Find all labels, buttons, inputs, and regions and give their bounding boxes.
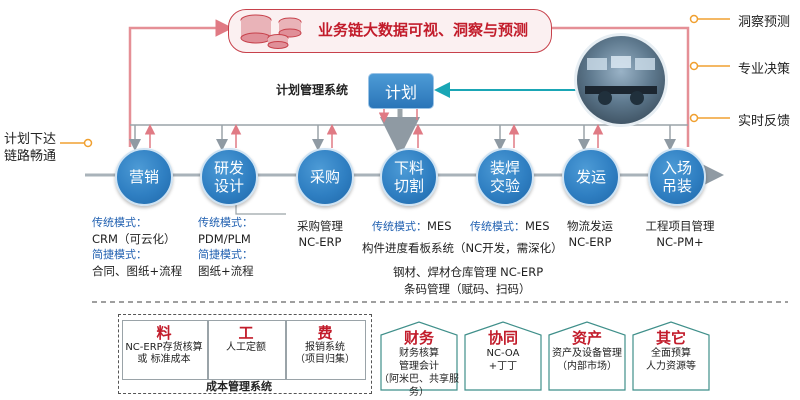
other-module-shape[interactable] bbox=[632, 321, 710, 391]
plan-issue-label: 计划下达 bbox=[4, 132, 57, 147]
marketing-desc: 传统模式： CRM（可云化） 简捷模式： 合同、图纸+流程 bbox=[92, 216, 183, 278]
cost-expense-sub: 报销系统 （项目归集） bbox=[295, 342, 355, 365]
node-purchase[interactable]: 采购 bbox=[296, 148, 354, 206]
cost-material-sub: NC-ERP存货核算 或 标准成本 bbox=[125, 342, 203, 365]
monitor-screens-icon bbox=[585, 56, 657, 105]
collab-sub: NC-OA +丁丁 bbox=[486, 348, 520, 372]
node-welding[interactable]: 装焊 交验 bbox=[476, 148, 534, 206]
plan-issue-label-2: 链路畅通 bbox=[4, 149, 57, 164]
database-icon bbox=[240, 14, 302, 49]
cost-system-frame bbox=[118, 314, 372, 394]
cost-expense-title: 费 bbox=[317, 324, 333, 342]
cutting-desc: 传统模式：MES bbox=[372, 219, 452, 233]
node-marketing[interactable]: 营销 bbox=[115, 148, 173, 206]
finance-title: 财务 bbox=[403, 329, 434, 347]
finance-module-shape[interactable] bbox=[380, 321, 458, 391]
cost-material-title: 料 bbox=[156, 324, 172, 342]
cost-labor-title: 工 bbox=[238, 324, 254, 342]
node-installation[interactable]: 入场 吊装 bbox=[648, 148, 706, 206]
finance-sub: 财务核算 管理会计 （阿米巴、共享服务） bbox=[379, 348, 459, 398]
node-rd-design[interactable]: 研发 设计 bbox=[200, 148, 258, 206]
barcode-desc: 条码管理（赋码、扫码） bbox=[404, 282, 531, 296]
asset-module-shape[interactable] bbox=[548, 321, 626, 391]
feedback-frame bbox=[128, 19, 233, 147]
cost-system-label: 成本管理系统 bbox=[206, 380, 272, 393]
asset-title: 资产 bbox=[571, 329, 602, 347]
right-label-decision: 专业决策 bbox=[738, 62, 791, 77]
node-shipping[interactable]: 发运 bbox=[562, 148, 620, 206]
rd-desc: 传统模式： PDM/PLM 简捷模式： 图纸+流程 bbox=[198, 216, 254, 278]
node-cutting[interactable]: 下料 切割 bbox=[380, 148, 438, 206]
cost-labor-sub: 人工定额 bbox=[226, 342, 266, 353]
shipping-desc: 物流发运 NC-ERP bbox=[567, 219, 613, 249]
warehouse-desc: 钢材、焊材仓库管理 NC-ERP bbox=[393, 265, 544, 279]
project-desc: 工程项目管理 NC-PM+ bbox=[645, 219, 715, 249]
purchase-desc: 采购管理 NC-ERP bbox=[297, 219, 343, 249]
welding-desc: 传统模式：MES bbox=[470, 219, 550, 233]
cost-material-box[interactable] bbox=[122, 320, 208, 380]
banner-title: 业务链大数据可视、洞察与预测 bbox=[318, 21, 529, 39]
right-label-feedback: 实时反馈 bbox=[738, 114, 791, 129]
progress-board-desc: 构件进度看板系统（NC开发，需深化） bbox=[362, 241, 563, 255]
collab-module-shape[interactable] bbox=[464, 321, 542, 391]
right-label-insight: 洞察预测 bbox=[738, 15, 791, 30]
plan-node[interactable]: 计划 bbox=[368, 73, 434, 109]
cost-labor-box[interactable] bbox=[208, 320, 286, 380]
asset-sub: 资产及设备管理 （内部市场） bbox=[552, 348, 622, 372]
other-sub: 全面预算 人力资源等 bbox=[646, 348, 696, 372]
cost-expense-box[interactable] bbox=[286, 320, 366, 380]
collab-title: 协同 bbox=[487, 329, 518, 347]
other-title: 其它 bbox=[655, 329, 686, 347]
control-room-photo bbox=[574, 33, 668, 127]
plan-system-label: 计划管理系统 bbox=[276, 83, 349, 97]
